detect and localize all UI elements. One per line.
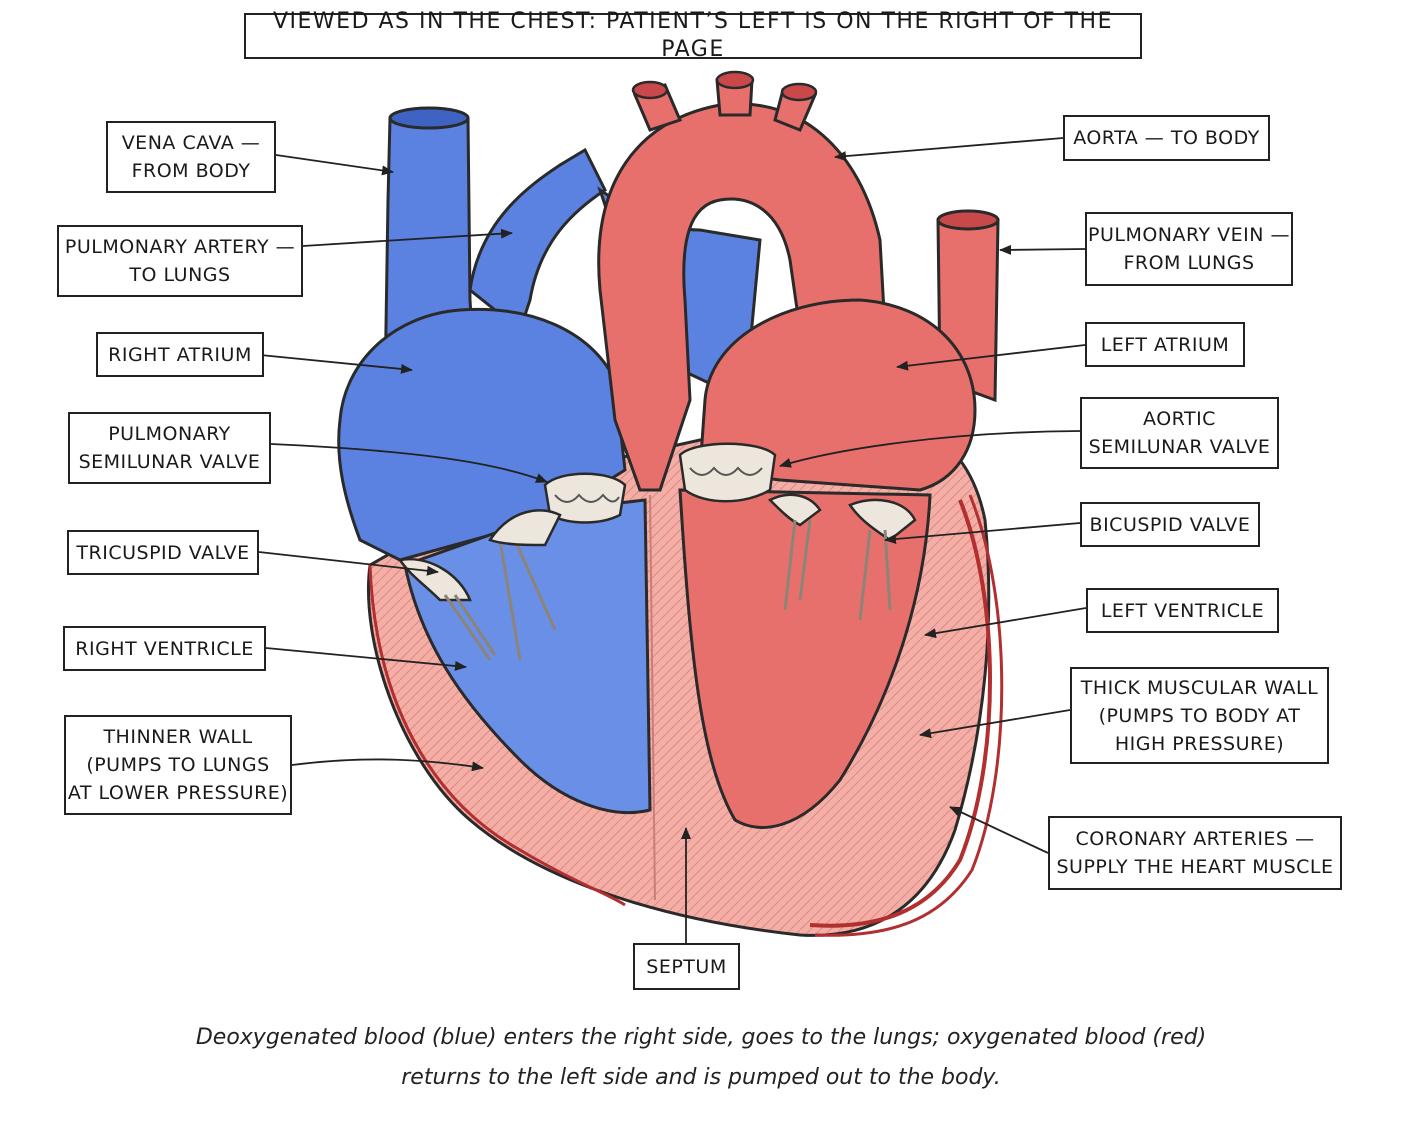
label-text: RIGHT VENTRICLE: [75, 637, 254, 660]
aorta-branch-1-opening: [631, 80, 669, 100]
label-text: SEMILUNAR VALVE: [1088, 436, 1271, 458]
caption: Deoxygenated blood (blue) enters the rig…: [150, 1018, 1252, 1098]
leader-pulmonary-artery: [302, 228, 513, 247]
label-text: FROM BODY: [131, 160, 251, 182]
label-text: CORONARY ARTERIES —: [1075, 828, 1315, 850]
title-text: VIEWED AS IN THE CHEST: PATIENT’S LEFT I…: [272, 9, 1113, 62]
leader-tricuspid-valve: [258, 551, 439, 576]
leader-bicuspid-valve: [884, 522, 1081, 545]
label-pulmonary-semilunar-valve: PULMONARY SEMILUNAR VALVE: [68, 412, 271, 484]
leader-coronary-arteries: [949, 806, 1049, 854]
leader-vena-cava: [275, 154, 394, 176]
label-left-ventricle: LEFT VENTRICLE: [1086, 588, 1279, 633]
leader-right-atrium: [249, 353, 413, 374]
leader-pulmonary-vein: [999, 244, 1086, 255]
label-text: BICUSPID VALVE: [1089, 513, 1251, 536]
label-text: THICK MUSCULAR WALL: [1080, 676, 1319, 699]
pulmonary-artery: [468, 147, 607, 333]
label-text: AORTIC: [1143, 408, 1216, 430]
tricuspid-valve: [397, 509, 562, 661]
leader-lines: [249, 137, 1087, 943]
leader-aorta: [834, 137, 1064, 162]
label-text: RIGHT ATRIUM: [108, 343, 252, 366]
label-text: (PUMPS TO LUNGS: [86, 754, 270, 776]
label-aorta: AORTA — TO BODY: [1063, 115, 1270, 161]
aorta-branch-2-opening: [715, 70, 755, 90]
aorta-branch-3-opening: [780, 82, 818, 102]
label-text: HIGH PRESSURE): [1114, 732, 1285, 755]
coronary-arteries: [368, 494, 1004, 937]
caption-line: returns to the left side and is pumped o…: [401, 1065, 1001, 1090]
label-text: SUPPLY THE HEART MUSCLE: [1056, 856, 1334, 878]
label-text: (PUMPS TO BODY AT: [1098, 704, 1301, 727]
title-banner: VIEWED AS IN THE CHEST: PATIENT’S LEFT I…: [244, 9, 1142, 62]
leader-aortic-semilunar-valve: [779, 430, 1081, 468]
label-right-ventricle: RIGHT VENTRICLE: [63, 626, 266, 671]
label-septum: SEPTUM: [633, 943, 740, 990]
label-aortic-semilunar-valve: AORTIC SEMILUNAR VALVE: [1080, 397, 1279, 469]
septum-wall: [649, 494, 656, 901]
left-ventricle: [678, 488, 932, 829]
leader-thinner-wall: [291, 758, 484, 772]
label-text: FROM LUNGS: [1123, 252, 1255, 274]
label-left-atrium: LEFT ATRIUM: [1085, 322, 1245, 367]
pulmonary-semilunar-valve: [543, 472, 627, 524]
label-pulmonary-vein: PULMONARY VEIN — FROM LUNGS: [1085, 212, 1293, 286]
leader-right-ventricle: [265, 647, 467, 671]
aorta: [597, 102, 887, 492]
aortic-semilunar-valve: [678, 442, 777, 503]
label-bicuspid-valve: BICUSPID VALVE: [1080, 502, 1260, 547]
label-vena-cava: VENA CAVA — FROM BODY: [106, 121, 276, 193]
label-thick-muscular-wall: THICK MUSCULAR WALL (PUMPS TO BODY AT HI…: [1070, 667, 1329, 764]
label-text: VENA CAVA —: [121, 132, 261, 154]
label-tricuspid-valve: TRICUSPID VALVE: [67, 530, 259, 575]
label-coronary-arteries: CORONARY ARTERIES — SUPPLY THE HEART MUS…: [1048, 816, 1342, 890]
label-text: AORTA — TO BODY: [1073, 127, 1260, 149]
leader-left-ventricle: [924, 607, 1087, 639]
label-text: SEPTUM: [646, 955, 727, 978]
right-ventricle: [403, 498, 652, 815]
vena-cava-opening: [388, 106, 470, 130]
leader-pulmonary-semilunar-valve: [270, 443, 548, 483]
leader-left-atrium: [896, 344, 1086, 371]
label-text: LEFT VENTRICLE: [1100, 599, 1265, 622]
label-text: SEMILUNAR VALVE: [78, 451, 261, 473]
label-text: AT LOWER PRESSURE): [67, 782, 289, 804]
label-text: LEFT ATRIUM: [1100, 333, 1230, 356]
label-right-atrium: RIGHT ATRIUM: [96, 332, 264, 377]
label-text: PULMONARY: [108, 423, 231, 445]
label-text: PULMONARY VEIN —: [1088, 224, 1290, 246]
label-pulmonary-artery: PULMONARY ARTERY — TO LUNGS: [57, 225, 303, 297]
leader-thick-muscular-wall: [919, 709, 1071, 739]
pulmonary-vein-opening: [936, 209, 1000, 231]
label-text: TO LUNGS: [129, 264, 231, 286]
label-thinner-wall: THINNER WALL (PUMPS TO LUNGS AT LOWER PR…: [64, 715, 292, 815]
caption-line: Deoxygenated blood (blue) enters the rig…: [195, 1025, 1207, 1050]
label-text: PULMONARY ARTERY —: [64, 236, 296, 258]
label-text: THINNER WALL: [103, 726, 253, 748]
label-text: TRICUSPID VALVE: [76, 541, 250, 564]
bicuspid-valve: [767, 493, 917, 621]
